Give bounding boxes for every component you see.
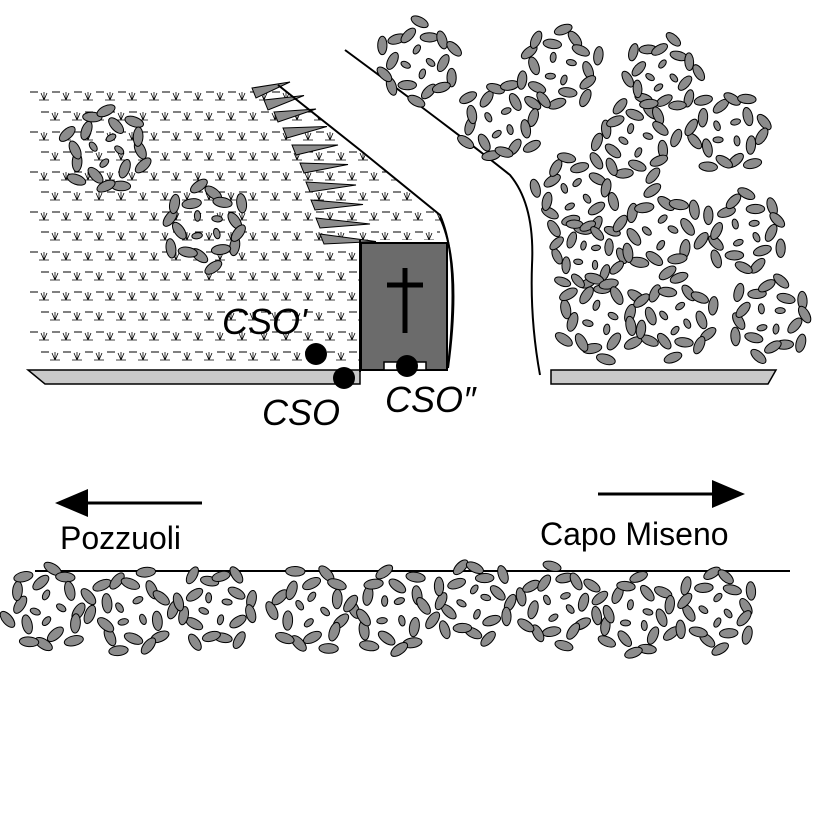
label-capo-miseno: Capo Miseno — [540, 516, 729, 552]
side-road-right-edge — [344, 49, 541, 376]
tree-icon — [633, 271, 719, 364]
station-cso-prime — [305, 343, 327, 365]
tree-icon — [703, 187, 786, 274]
tree-icon — [172, 566, 257, 651]
tree-icon — [554, 272, 646, 366]
tree-icon — [162, 178, 248, 275]
hedge-spikes — [251, 81, 377, 245]
tree-icon — [376, 15, 462, 108]
tree-icon — [0, 561, 97, 652]
tree-icon — [58, 104, 152, 193]
tree-icon — [591, 571, 680, 659]
station-cso — [333, 367, 355, 389]
tree-icon — [83, 566, 180, 657]
label-cso-double-prime: CSO″ — [385, 379, 477, 420]
arrow-icon-left — [55, 489, 202, 517]
chapel — [360, 242, 448, 371]
trees — [0, 15, 812, 659]
side-road-left-bank — [439, 217, 455, 369]
label-cso: CSO — [262, 392, 340, 433]
tree-icon — [433, 559, 517, 647]
tree-icon — [730, 273, 812, 364]
sidewalk-right — [550, 369, 778, 385]
tree-icon — [612, 183, 709, 281]
tree-icon — [684, 92, 772, 172]
tree-icon — [529, 152, 619, 238]
tree-icon — [621, 32, 706, 120]
tree-icon — [515, 560, 603, 652]
tree-icon — [343, 564, 441, 657]
sidewalk-left — [25, 369, 361, 385]
tree-icon — [516, 23, 604, 110]
tree-icon — [457, 80, 542, 161]
label-pozzuoli: Pozzuoli — [60, 520, 181, 556]
meadow-area — [30, 91, 440, 361]
label-cso-prime: CSO' — [222, 301, 308, 342]
arrow-icon-right — [598, 480, 745, 508]
station-cso-double-prime — [396, 355, 418, 377]
tree-icon — [590, 98, 683, 184]
cross-icon — [387, 268, 423, 333]
tree-icon — [675, 566, 757, 656]
